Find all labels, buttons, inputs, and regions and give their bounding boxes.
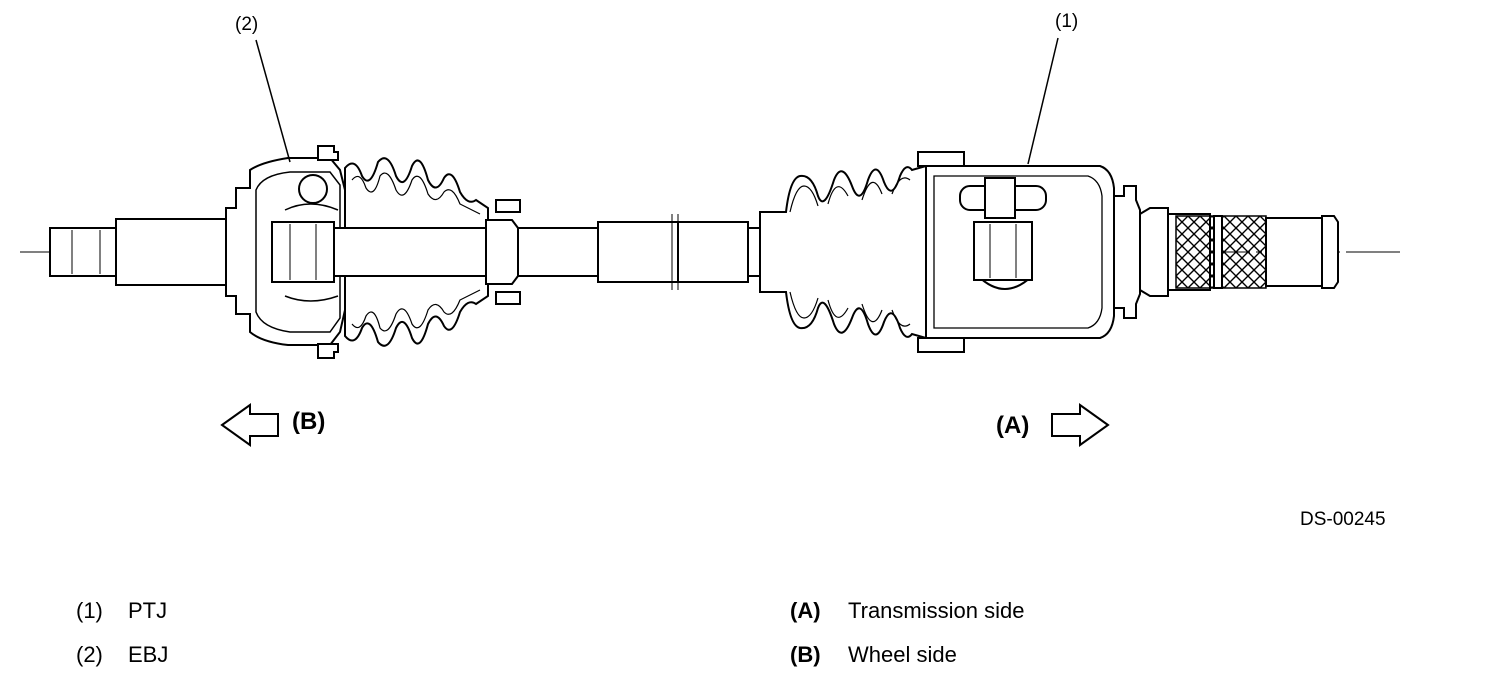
legend-key: (B) — [790, 642, 821, 667]
transmission-side-arrow-icon — [1051, 403, 1110, 447]
direction-label-wheel-side: (B) — [292, 408, 326, 435]
callout-ebj: (2) — [235, 14, 259, 35]
callout-ptj: (1) — [1055, 11, 1079, 32]
legend-key: (1) — [76, 598, 103, 623]
legend-key: (2) — [76, 642, 103, 667]
legend-item-ptj: (1) PTJ — [76, 598, 167, 624]
legend-text: Wheel side — [848, 642, 957, 667]
legend-item-wheel-side: (B) Wheel side — [790, 642, 957, 668]
ptj-outer-race — [925, 165, 1169, 339]
legend-text: PTJ — [128, 598, 168, 623]
wheel-side-stub-shaft — [49, 218, 227, 286]
legend-key: (A) — [790, 598, 821, 623]
leader-line-ebj — [255, 39, 291, 163]
ebj-outer-race — [225, 157, 346, 346]
legend-item-transmission-side: (A) Transmission side — [790, 598, 1024, 624]
drive-shaft-diagram — [20, 37, 1400, 447]
transmission-side-spline-shaft — [1167, 213, 1339, 291]
legend-text: EBJ — [128, 642, 169, 667]
wheel-side-arrow-icon — [220, 403, 279, 447]
legend-item-ebj: (2) EBJ — [76, 642, 168, 668]
figure-code: DS-00245 — [1300, 509, 1386, 530]
direction-label-transmission-side: (A) — [996, 412, 1030, 439]
leader-line-ptj — [1027, 37, 1059, 165]
legend-text: Transmission side — [848, 598, 1025, 623]
